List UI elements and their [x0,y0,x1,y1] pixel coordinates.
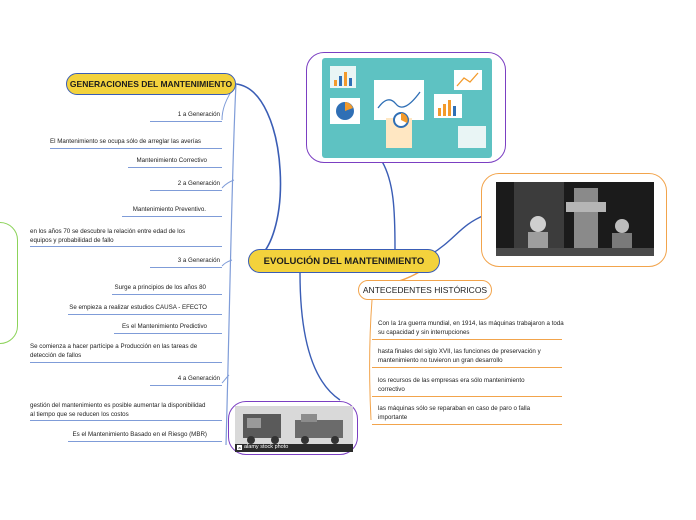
gen-item-8[interactable]: Surge a principios de los años 80 [114,284,207,291]
gen-item-10-line [114,333,222,334]
machinery-photo [235,406,353,452]
gen-item-12-line [150,385,222,386]
gen-item-14-line [68,441,222,442]
ant-item-2[interactable]: hasta finales del siglo XVII, las funcio… [378,348,541,364]
antecedentes-title[interactable]: ANTECEDENTES HISTÓRICOS [358,280,492,300]
gen-item-11[interactable]: Se comienza a hacer partícipe a Producci… [30,343,198,359]
analytics-illustration [322,58,492,158]
gen-item-1[interactable]: 1 a Generación [177,111,220,118]
analytics-image-frame[interactable] [306,52,506,163]
photo-caption: a alamy stock photo [237,444,288,450]
photo-caption-text: alamy stock photo [244,444,289,450]
gen-item-9-line [68,314,222,315]
machinery-photo-frame[interactable]: a alamy stock photo [228,401,358,455]
gen-item-4[interactable]: 2 a Generación [177,180,220,187]
ant-item-3[interactable]: los recursos de las empresas era sólo ma… [378,377,525,393]
gen-item-5[interactable]: Mantenimiento Preventivo. [132,206,206,213]
gen-item-5-line [122,216,222,217]
gen-item-2[interactable]: El Mantenimiento se ocupa sólo de arregl… [50,138,201,145]
ant-item-4-line [372,424,562,425]
gen-item-7-line [150,267,222,268]
gen-item-3-line [128,167,222,168]
factory-photo-frame[interactable] [481,173,667,267]
ant-item-4[interactable]: las máquinas sólo se reparaban en caso d… [378,405,531,421]
ant-item-1-line [372,339,562,340]
gen-item-6[interactable]: en los años 70 se descubre la relación e… [30,228,186,244]
gen-item-11-line [30,362,222,363]
generaciones-title[interactable]: GENERACIONES DEL MANTENIMIENTO [66,73,236,95]
ant-item-1[interactable]: Con la 1ra guerra mundial, en 1914, las … [378,320,564,336]
gen-item-2-line [50,148,222,149]
gen-item-12[interactable]: 4 a Generación [177,375,220,382]
gen-item-14[interactable]: Es el Mantenimiento Basado en el Riesgo … [72,431,207,438]
gen-item-13-line [30,420,222,421]
gen-item-3[interactable]: Mantenimiento Correctivo [136,157,208,164]
partial-green-node [0,222,18,344]
central-topic[interactable]: EVOLUCIÓN DEL MANTENIMIENTO [248,249,440,273]
gen-item-4-line [150,190,222,191]
gen-item-7[interactable]: 3 a Generación [177,257,220,264]
ant-item-2-line [372,367,562,368]
gen-item-10[interactable]: Es el Mantenimiento Predictivo [122,323,207,330]
gen-item-8-line [112,294,222,295]
gen-item-1-line [150,121,222,122]
factory-photo [496,182,654,256]
stock-logo-icon: a [237,444,242,450]
gen-item-9[interactable]: Se empieza a realizar estudios CAUSA - E… [69,304,207,311]
gen-item-6-line [30,246,222,247]
ant-item-3-line [372,396,562,397]
gen-item-13[interactable]: gestión del mantenimiento es posible aum… [30,402,206,418]
